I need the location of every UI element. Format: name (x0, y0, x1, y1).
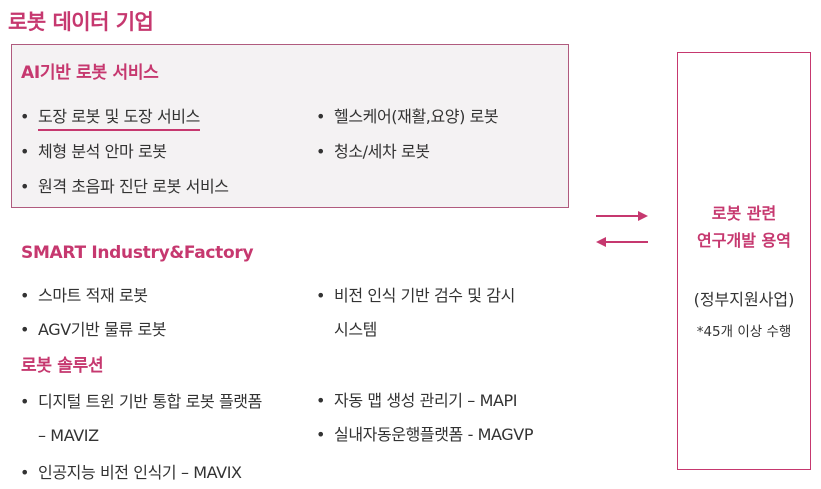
ai-item-massage: • 체형 분석 안마 로봇 (20, 138, 167, 162)
bullet: • (316, 107, 326, 126)
solution-item-mapi: • 자동 맵 생성 관리기 – MAPI (316, 387, 518, 411)
ai-item-ultrasound: • 원격 초음파 진단 로봇 서비스 (20, 173, 229, 197)
solution-item-label: 디지털 트윈 기반 통합 로봇 플랫폼 (38, 392, 262, 411)
rnd-note: *45개 이상 수행 (696, 324, 792, 340)
rnd-title-line1: 로봇 관련 (711, 204, 777, 223)
ai-service-box (11, 44, 569, 208)
page-title: 로봇 데이터 기업 (8, 10, 154, 34)
bullet: • (20, 392, 30, 411)
rnd-service-panel (677, 52, 811, 470)
smart-item-label: 스마트 적재 로봇 (38, 286, 148, 305)
smart-item-vision-cont: 시스템 (334, 320, 377, 339)
solution-section-title: 로봇 솔루션 (21, 356, 104, 376)
solution-item-digital-twin: • 디지털 트윈 기반 통합 로봇 플랫폼 (20, 388, 262, 412)
solution-item-label: 실내자동운행플랫폼 - MAGVP (334, 425, 534, 444)
ai-item-label: 청소/세차 로봇 (334, 142, 430, 161)
ai-item-label: 헬스케어(재활,요양) 로봇 (334, 107, 499, 126)
solution-item-label: 자동 맵 생성 관리기 – MAPI (334, 391, 518, 410)
bullet: • (316, 142, 326, 161)
ai-item-label: 도장 로봇 및 도장 서비스 (38, 107, 200, 131)
rnd-subtitle: (정부지원사업) (693, 290, 795, 309)
ai-item-healthcare: • 헬스케어(재활,요양) 로봇 (316, 103, 499, 127)
ai-item-painting: • 도장 로봇 및 도장 서비스 (20, 103, 200, 131)
smart-item-label: 비전 인식 기반 검수 및 감시 (334, 286, 515, 305)
ai-item-label: 체형 분석 안마 로봇 (38, 142, 167, 161)
ai-item-cleaning: • 청소/세차 로봇 (316, 138, 430, 162)
smart-section-title: SMART Industry&Factory (21, 243, 254, 263)
smart-item-agv: • AGV기반 물류 로봇 (20, 316, 167, 340)
bullet: • (20, 286, 30, 305)
ai-section-title: AI기반 로봇 서비스 (21, 63, 159, 83)
solution-item-mavix: • 인공지능 비전 인식기 – MAVIX (20, 459, 242, 483)
bullet: • (20, 177, 30, 196)
ai-item-label: 원격 초음파 진단 로봇 서비스 (38, 177, 229, 196)
arrow-right-icon (596, 211, 648, 221)
solution-item-magvp: • 실내자동운행플랫폼 - MAGVP (316, 421, 533, 445)
bullet: • (316, 286, 326, 305)
bullet: • (316, 391, 326, 410)
arrow-left-icon (596, 237, 648, 247)
bullet: • (20, 107, 30, 126)
smart-item-vision: • 비전 인식 기반 검수 및 감시 (316, 282, 515, 306)
smart-item-label: AGV기반 물류 로봇 (38, 320, 167, 339)
bullet: • (316, 425, 326, 444)
bullet: • (20, 320, 30, 339)
solution-item-digital-twin-cont: – MAVIZ (38, 426, 99, 445)
solution-item-label: 인공지능 비전 인식기 – MAVIX (38, 463, 242, 482)
bullet: • (20, 142, 30, 161)
rnd-title-line2: 연구개발 용역 (697, 231, 791, 250)
bullet: • (20, 463, 30, 482)
smart-item-loading: • 스마트 적재 로봇 (20, 282, 148, 306)
